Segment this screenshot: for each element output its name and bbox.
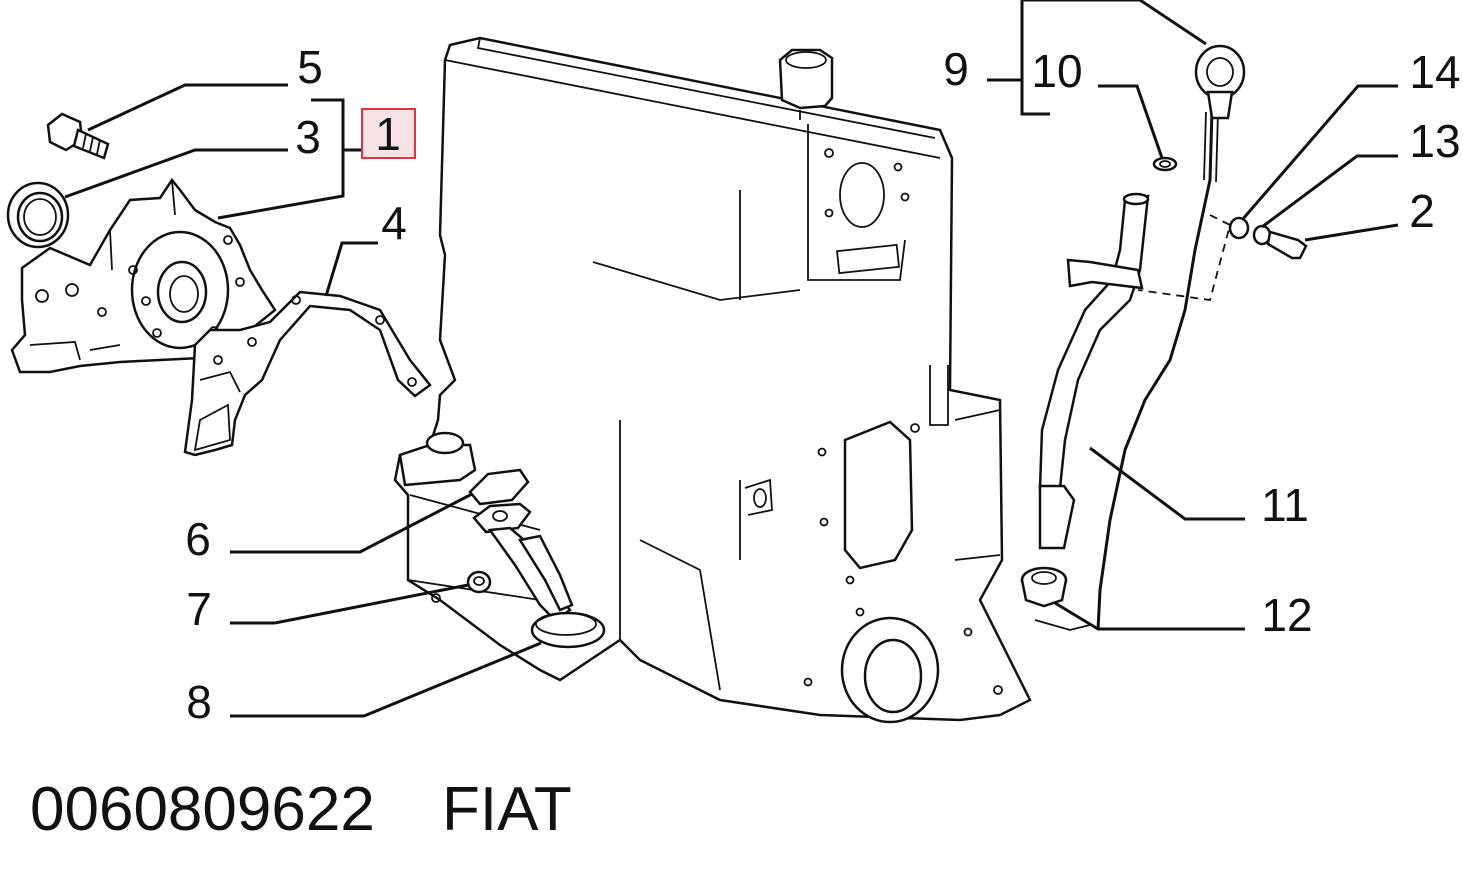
leader-lines <box>64 0 1399 718</box>
callout-14: 14 <box>1409 46 1460 98</box>
callouts: 1 5 3 4 6 7 8 9 10 14 13 2 11 12 <box>185 41 1460 728</box>
dipstick-o-ring <box>1152 156 1178 172</box>
tube-grommet <box>1020 566 1068 608</box>
callout-7: 7 <box>186 583 212 635</box>
callout-13: 13 <box>1409 115 1460 167</box>
callout-8: 8 <box>186 676 212 728</box>
callout-11: 11 <box>1261 479 1309 531</box>
callout-4: 4 <box>381 197 407 249</box>
bracket-bolt <box>1252 224 1308 260</box>
oil-pickup <box>468 468 606 649</box>
callout-6: 6 <box>185 513 211 565</box>
engine-block <box>393 36 1091 724</box>
callout-9: 9 <box>943 43 969 95</box>
brand-name: FIAT <box>442 775 572 844</box>
part-number: 0060809622 <box>30 775 375 844</box>
dipstick <box>1096 44 1246 631</box>
callout-1: 1 <box>375 108 401 160</box>
washer <box>1228 216 1250 240</box>
callout-2: 2 <box>1409 185 1435 237</box>
dipstick-tube <box>1038 192 1150 550</box>
callout-3: 3 <box>295 111 321 163</box>
crankshaft-seal <box>6 181 70 249</box>
front-cover-assembly <box>10 177 277 374</box>
bolt <box>46 112 110 160</box>
callout-12: 12 <box>1261 589 1312 641</box>
callout-10: 10 <box>1031 45 1082 97</box>
callout-1-highlight <box>361 108 416 159</box>
footer: 0060809622 FIAT <box>30 775 572 844</box>
nut <box>466 570 492 594</box>
cover-gasket <box>183 290 432 457</box>
callout-5: 5 <box>297 41 323 93</box>
